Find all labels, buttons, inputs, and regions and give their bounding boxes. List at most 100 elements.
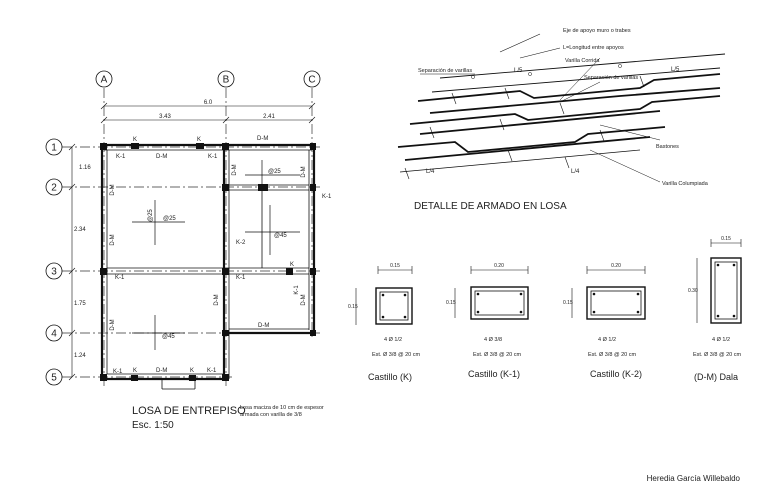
- plan-walls: [100, 143, 316, 390]
- detail-l5-label-1: L/5: [514, 68, 523, 74]
- dim-12: 1.16: [79, 165, 91, 171]
- svg-text:0.30: 0.30: [688, 288, 698, 294]
- plan-note-1: Losa maciza de 10 cm de espesor: [240, 405, 324, 411]
- svg-text:D-M: D-M: [110, 234, 116, 245]
- plan-note-2: armada con varilla de 3/8: [240, 412, 302, 418]
- dim-ab: 3.43: [159, 114, 171, 120]
- svg-text:K-1: K-1: [322, 194, 332, 200]
- axis-bubble-1: 1: [45, 138, 63, 156]
- svg-text:Est. Ø 3/8 @ 20 cm: Est. Ø 3/8 @ 20 cm: [473, 352, 521, 358]
- axis-bubble-b: B: [217, 70, 235, 88]
- svg-text:@45: @45: [162, 334, 175, 340]
- detail-longitud-label: L=Longitud entre apoyos: [563, 45, 624, 51]
- svg-text:C: C: [308, 75, 315, 86]
- svg-text:4 Ø 3/8: 4 Ø 3/8: [484, 337, 502, 343]
- svg-text:D-M: D-M: [257, 136, 268, 142]
- svg-text:D-M: D-M: [258, 323, 269, 329]
- svg-text:(D-M) Dala: (D-M) Dala: [694, 372, 738, 382]
- detail-varilla-corrida-label: Varilla Corrida: [565, 58, 600, 64]
- plan-labels: K K K-1 D-M K-1 D-M K-1 K-1 K-1 K K-2 D-…: [110, 136, 332, 375]
- svg-text:D-M: D-M: [110, 319, 116, 330]
- section-dala-dm: 0.15 0.30 4 Ø 1/2 Est. Ø 3/8 @ 20 cm (D-…: [688, 236, 742, 382]
- svg-text:0.15: 0.15: [721, 236, 731, 242]
- svg-text:0.15: 0.15: [563, 300, 573, 306]
- svg-text:0.15: 0.15: [348, 304, 358, 310]
- axis-bubble-5: 5: [45, 368, 63, 386]
- svg-text:@45: @45: [274, 233, 287, 239]
- dim-total: 6.0: [204, 100, 213, 106]
- svg-text:D-M: D-M: [156, 154, 167, 160]
- section-castillo-k: 0.15 0.15 4 Ø 1/2 Est. Ø 3/8 @ 20 cm Cas…: [348, 263, 420, 382]
- svg-text:4: 4: [51, 329, 57, 340]
- axis-bubble-a: A: [95, 70, 113, 88]
- svg-text:D-M: D-M: [301, 166, 307, 177]
- svg-text:A: A: [101, 75, 108, 86]
- svg-text:0.20: 0.20: [494, 263, 504, 269]
- svg-text:4 Ø 1/2: 4 Ø 1/2: [712, 337, 730, 343]
- detail-l4-label-2: L/4: [571, 169, 580, 175]
- svg-text:Est. Ø 3/8 @ 20 cm: Est. Ø 3/8 @ 20 cm: [372, 352, 420, 358]
- svg-text:D-M: D-M: [110, 184, 116, 195]
- svg-text:4 Ø 1/2: 4 Ø 1/2: [384, 337, 402, 343]
- svg-text:0.15: 0.15: [446, 300, 456, 306]
- svg-text:2: 2: [51, 183, 57, 194]
- plan-left-dimensions: 1.16 2.34 1.75 1.24: [68, 143, 91, 381]
- section-castillo-k1: 0.20 0.15 4 Ø 3/8 Est. Ø 3/8 @ 20 cm Cas…: [446, 263, 529, 379]
- svg-text:4 Ø 1/2: 4 Ø 1/2: [598, 337, 616, 343]
- svg-text:D-M: D-M: [301, 294, 307, 305]
- svg-text:Est. Ø 3/8 @ 20 cm: Est. Ø 3/8 @ 20 cm: [693, 352, 741, 358]
- axis-bubble-2: 2: [45, 178, 63, 196]
- svg-text:Est. Ø 3/8 @ 20 cm: Est. Ø 3/8 @ 20 cm: [588, 352, 636, 358]
- dim-34: 1.75: [74, 301, 86, 307]
- section-castillo-k2: 0.20 0.15 4 Ø 1/2 Est. Ø 3/8 @ 20 cm Cas…: [563, 263, 646, 379]
- detail-l5-label-2: L/5: [671, 67, 680, 73]
- svg-text:K: K: [190, 368, 194, 374]
- detail-separacion-label-1: Separación de varillas: [418, 68, 472, 74]
- svg-text:K-1: K-1: [207, 368, 217, 374]
- detail-l4-label-1: L/4: [426, 169, 435, 175]
- svg-text:K-1: K-1: [113, 369, 123, 375]
- plan-rebar-marks: @25 @25 @25 @45 @45: [132, 160, 300, 350]
- svg-text:@25: @25: [148, 209, 154, 222]
- svg-text:@25: @25: [163, 216, 176, 222]
- svg-text:D-M: D-M: [232, 164, 238, 175]
- svg-text:K: K: [133, 137, 137, 143]
- svg-text:0.20: 0.20: [611, 263, 621, 269]
- svg-text:K-2: K-2: [236, 240, 246, 246]
- svg-text:3: 3: [51, 267, 57, 278]
- svg-text:Castillo (K-1): Castillo (K-1): [468, 369, 520, 379]
- detail-bastones-label: Bastones: [656, 144, 679, 150]
- svg-text:K-1: K-1: [208, 154, 218, 160]
- svg-text:K: K: [133, 368, 137, 374]
- detail-title: DETALLE DE ARMADO EN LOSA: [414, 201, 567, 212]
- axis-bubble-c: C: [303, 70, 321, 88]
- plan-title: LOSA DE ENTREPISO: [132, 405, 246, 417]
- svg-text:Castillo (K-2): Castillo (K-2): [590, 369, 642, 379]
- dim-bc: 2.41: [263, 114, 275, 120]
- dim-45: 1.24: [74, 353, 86, 359]
- svg-text:Castillo (K): Castillo (K): [368, 372, 412, 382]
- detail-separacion-label-2: Separación de varillas: [584, 75, 638, 81]
- svg-text:5: 5: [51, 373, 57, 384]
- author-name: Heredia García Willebaldo: [647, 474, 741, 483]
- svg-text:K-1: K-1: [115, 275, 125, 281]
- axis-bubble-3: 3: [45, 262, 63, 280]
- plan-top-dimensions: 6.0 3.43 2.41: [100, 100, 316, 124]
- svg-text:K-1: K-1: [294, 285, 300, 295]
- svg-text:K-1: K-1: [236, 275, 246, 281]
- svg-text:B: B: [223, 75, 230, 86]
- svg-text:@25: @25: [268, 169, 281, 175]
- svg-text:K: K: [290, 262, 294, 268]
- svg-text:1: 1: [51, 143, 57, 154]
- svg-text:K: K: [197, 137, 201, 143]
- plan-scale: Esc. 1:50: [132, 420, 174, 431]
- dim-23: 2.34: [74, 227, 86, 233]
- svg-text:D-M: D-M: [156, 368, 167, 374]
- detail-columpiada-label: Varilla Columpiada: [662, 181, 709, 187]
- svg-text:D-M: D-M: [214, 294, 220, 305]
- detail-eje-label: Eje de apoyo muro o trabes: [563, 28, 631, 34]
- axis-bubble-4: 4: [45, 324, 63, 342]
- plan-columns: [100, 143, 316, 381]
- svg-text:K-1: K-1: [116, 154, 126, 160]
